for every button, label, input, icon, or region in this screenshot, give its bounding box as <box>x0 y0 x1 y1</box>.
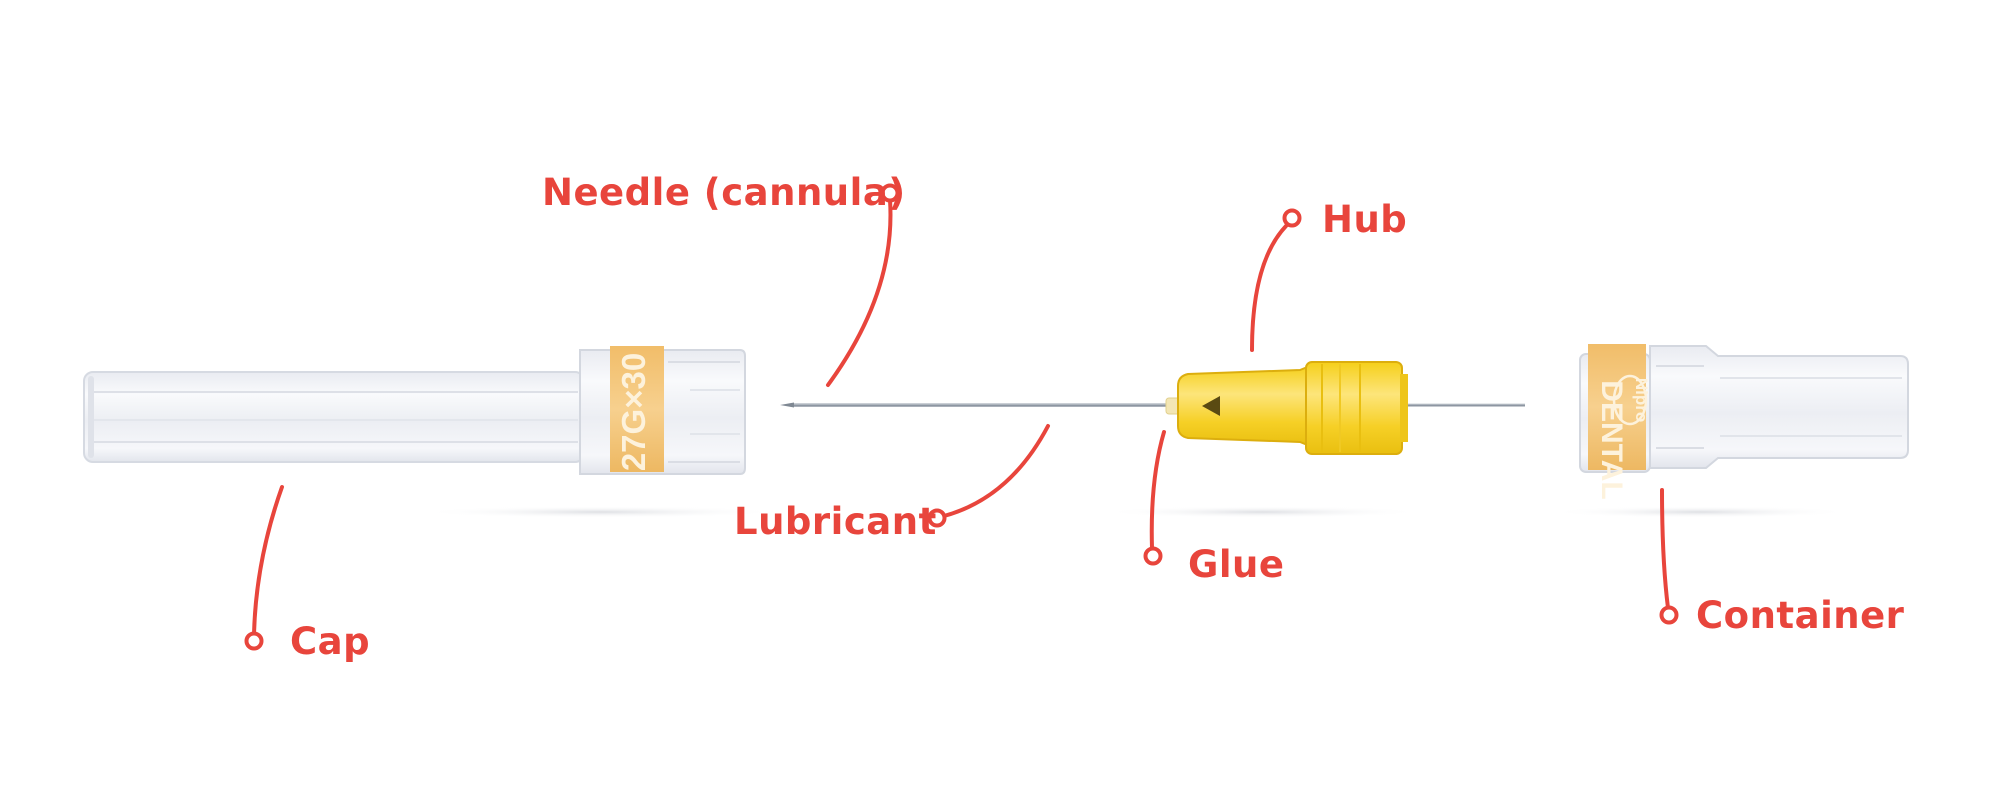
container-callout-line <box>1660 488 1670 610</box>
glue-label: Glue <box>1188 543 1285 586</box>
glue-callout-line <box>1149 430 1166 550</box>
cap-callout-dot <box>244 631 264 651</box>
cap-part: 27G×30 <box>83 346 746 475</box>
container-label-band <box>1588 344 1646 470</box>
needle-callout-dot <box>880 183 900 203</box>
hub-callout-dot <box>1282 208 1302 228</box>
hub-part <box>1165 361 1408 455</box>
cap-callout-line <box>252 485 284 636</box>
needle-callout-line <box>826 198 893 387</box>
cap-gauge-band <box>610 346 664 472</box>
lubricant-callout-dot <box>927 508 947 528</box>
cap-band-text: 27G×30 <box>615 353 652 471</box>
container-brand-text: Nipro <box>1632 378 1651 422</box>
cap-label: Cap <box>290 620 371 663</box>
floor-shadows <box>420 506 1850 518</box>
hub-callout-line <box>1250 224 1288 352</box>
container-label: Container <box>1696 594 1905 637</box>
lubricant-callout-line <box>942 424 1050 518</box>
lubricant-label: Lubricant <box>734 500 937 543</box>
hub-label: Hub <box>1322 198 1408 241</box>
container-part: Nipro DENTAL <box>1579 344 1909 500</box>
container-callout-dot <box>1659 605 1679 625</box>
hub-bevel-marker-icon <box>1202 396 1220 416</box>
container-band-text: DENTAL <box>1595 380 1628 499</box>
needle-cannula-label: Needle (cannula) <box>542 171 906 214</box>
needle-cannula-part <box>780 402 1525 408</box>
glue-callout-dot <box>1143 546 1163 566</box>
